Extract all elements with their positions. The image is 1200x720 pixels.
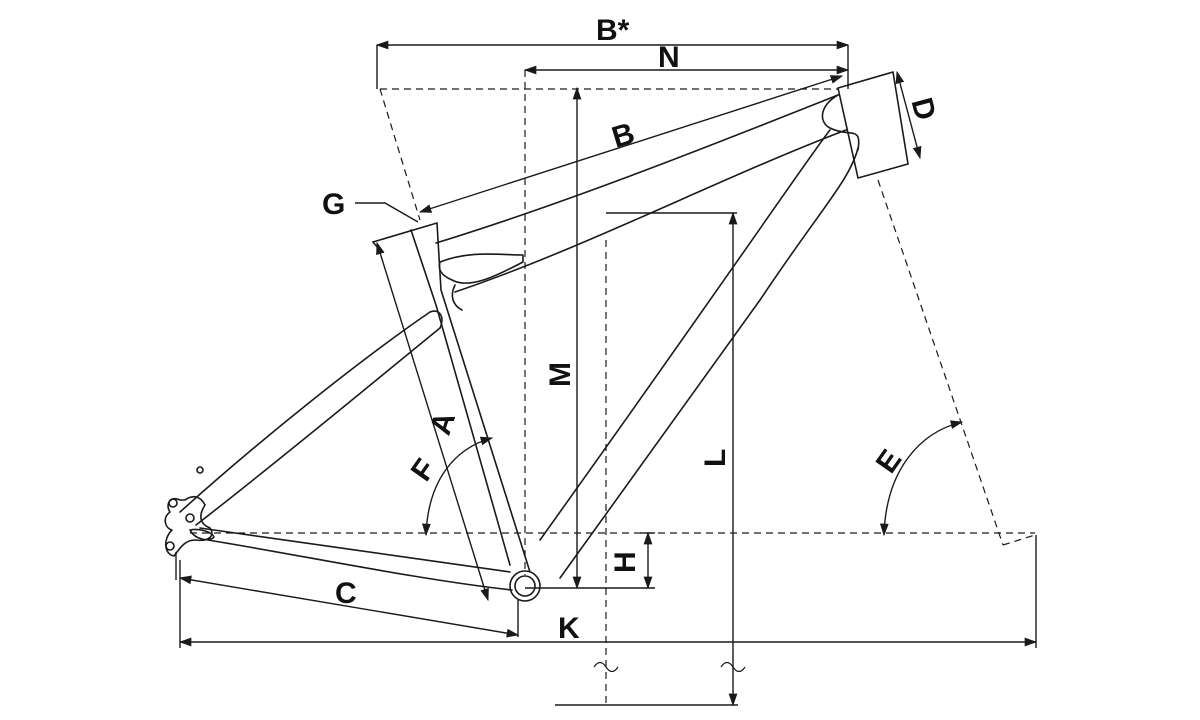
rear-dropout [164, 495, 213, 557]
dim-c-line [178, 575, 520, 638]
seat-tube-extension-line [379, 88, 421, 221]
label-l: L [699, 449, 732, 467]
dropout-slot [189, 528, 215, 541]
label-k: K [558, 612, 580, 645]
dropout-bolt-2 [185, 513, 195, 523]
label-b-star: B* [596, 14, 630, 47]
dim-e-arc [879, 420, 964, 537]
label-n: N [658, 41, 680, 74]
seat-tube [372, 222, 531, 573]
break-mark-left [593, 661, 619, 673]
steering-axis-line [877, 179, 1004, 546]
seat-stay [179, 311, 441, 526]
label-a: A [424, 408, 462, 439]
bottom-bracket-inner [514, 575, 536, 597]
label-h: H [609, 551, 642, 573]
label-e: E [870, 444, 909, 479]
dim-d-line [895, 70, 922, 160]
ground-right-tick [1002, 534, 1036, 546]
dimension-labels: B* N B D G M A F L E H C K [322, 14, 942, 645]
seat-cluster-brace [451, 284, 463, 311]
label-f: F [405, 453, 443, 487]
dim-b-line [418, 75, 844, 213]
dim-f-arc [422, 436, 494, 537]
label-b: B [608, 117, 638, 155]
label-m: M [544, 362, 577, 387]
dropout-bolt-1 [168, 498, 178, 508]
dropout-bolt-4 [196, 466, 204, 474]
dim-g-leader [355, 202, 419, 223]
label-c: C [335, 577, 357, 610]
head-tube [837, 71, 909, 179]
dim-a-line [376, 241, 489, 602]
label-g: G [322, 188, 345, 221]
dropout-bolt-3 [165, 541, 175, 551]
top-tube-gusset [438, 253, 524, 284]
bike-frame [164, 71, 909, 602]
break-mark-right [720, 661, 746, 673]
down-tube [539, 129, 859, 579]
label-d: D [904, 94, 941, 123]
reference-lines [190, 70, 1036, 705]
dimension-lines [175, 40, 1038, 707]
